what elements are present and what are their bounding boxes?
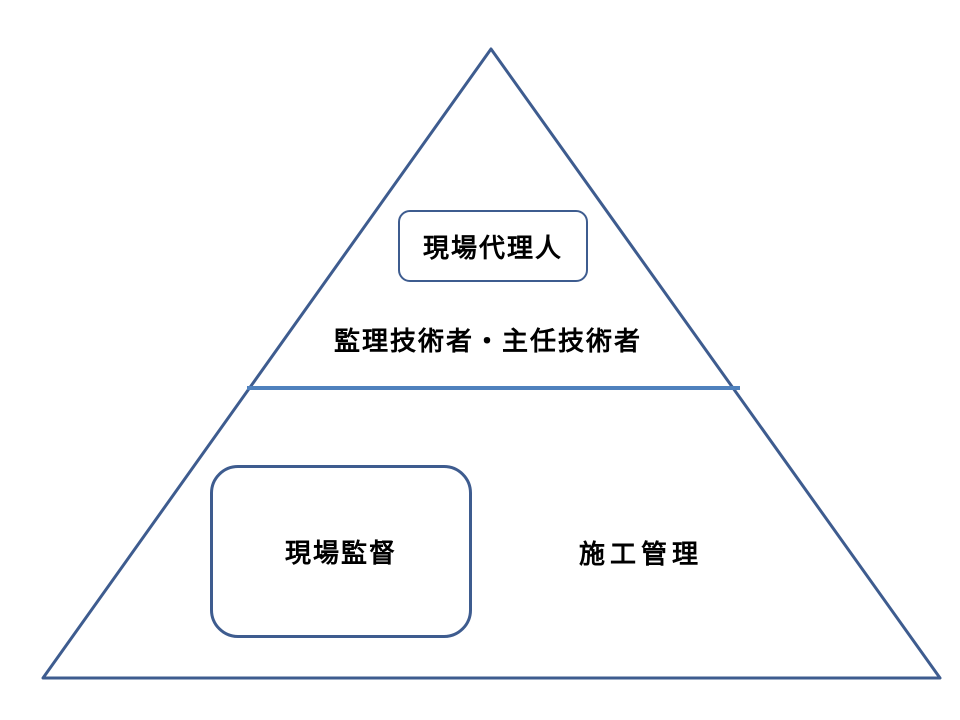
supervising-engineer-label: 監理技術者・主任技術者 xyxy=(333,327,642,357)
pyramid-outline xyxy=(41,47,942,680)
site-agent-label: 現場代理人 xyxy=(422,233,563,264)
site-foreman-label: 現場監督 xyxy=(284,539,397,569)
site-foreman-box: 現場監督 xyxy=(210,465,472,638)
site-agent-box: 現場代理人 xyxy=(398,210,588,282)
construction-management-label: 施工管理 xyxy=(578,540,703,570)
